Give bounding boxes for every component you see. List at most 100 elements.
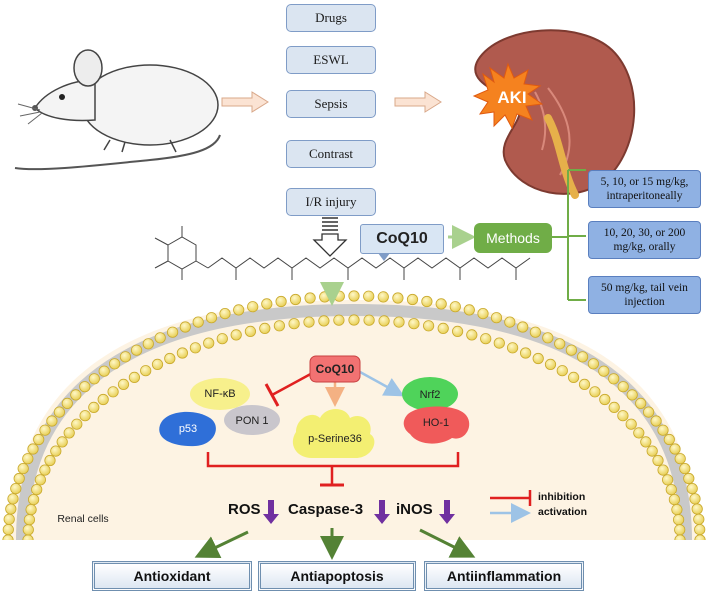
- effect-inos: iNOS: [396, 501, 433, 518]
- cause-box: Sepsis: [286, 90, 376, 118]
- membrane-bead: [683, 472, 695, 485]
- membrane-bead: [408, 318, 420, 330]
- membrane-bead: [421, 295, 433, 308]
- membrane-bead: [98, 365, 110, 377]
- methods-label: Methods: [486, 230, 540, 246]
- membrane-bead: [203, 337, 215, 349]
- membrane-bead: [142, 338, 154, 350]
- membrane-bead: [53, 406, 66, 418]
- membrane-bead: [480, 333, 492, 345]
- cause-box: ESWL: [286, 46, 376, 74]
- membrane-bead: [50, 445, 62, 457]
- membrane-bead: [642, 406, 655, 418]
- p53-blob: [159, 411, 216, 447]
- membrane-bead: [689, 493, 701, 505]
- membrane-bead: [617, 410, 629, 422]
- membrane-bead: [506, 342, 519, 354]
- membrane-bead: [216, 333, 228, 345]
- membrane-bead: [378, 315, 390, 327]
- membrane-bead: [633, 427, 645, 439]
- membrane-bead: [635, 397, 647, 409]
- ho1-label: HO-1: [422, 417, 450, 429]
- outcome-antiinflammation: Antiinflammation: [424, 561, 584, 591]
- membrane-bead: [79, 410, 91, 422]
- membrane-bead: [565, 344, 578, 356]
- membrane-bead: [205, 312, 218, 324]
- membrane-bead: [88, 373, 100, 385]
- membrane-bead: [556, 365, 568, 377]
- membrane-bead: [665, 483, 677, 496]
- membrane-bead: [393, 316, 405, 328]
- nfkb-label: NF-κB: [204, 388, 236, 400]
- membrane-bead: [490, 312, 503, 324]
- membrane-bead: [128, 371, 140, 383]
- membrane-bead: [140, 365, 152, 377]
- membrane-bead: [88, 401, 100, 413]
- membrane-bead: [63, 427, 75, 439]
- membrane-bead: [674, 524, 686, 536]
- membrane-bead: [2, 534, 14, 540]
- membrane-bead: [275, 295, 287, 308]
- membrane-bead: [589, 386, 601, 398]
- p53-label: p53: [178, 423, 198, 435]
- pon1-blob: [224, 405, 280, 435]
- membrane-bead: [406, 293, 419, 306]
- membrane-bead: [598, 365, 610, 377]
- membrane-bead: [608, 373, 620, 385]
- membrane-bead: [544, 358, 557, 370]
- arrow-ros-antioxidant: [194, 530, 249, 559]
- mouse-illustration: [14, 49, 221, 171]
- membrane-bead: [422, 320, 435, 332]
- membrane-bead: [599, 393, 611, 406]
- membrane-bead: [652, 454, 664, 467]
- coq10-callout: CoQ10: [360, 224, 444, 254]
- membrane-bead: [663, 433, 675, 446]
- membrane-bead: [650, 415, 662, 427]
- activation-coq10-nrf2: [359, 370, 405, 397]
- membrane-bead: [70, 389, 82, 401]
- membrane-bead: [661, 474, 674, 486]
- membrane-bead: [288, 318, 300, 330]
- nfkb-blob: [190, 378, 250, 410]
- arrow-inos-antiinflammation: [419, 528, 476, 558]
- membrane-bead: [671, 503, 683, 516]
- cause-box: Drugs: [286, 4, 376, 32]
- pon1-label: PON 1: [235, 415, 269, 427]
- membrane-bead: [192, 316, 204, 328]
- membrane-bead: [451, 325, 464, 337]
- membrane-bead: [27, 493, 40, 506]
- membrane-bead: [691, 503, 703, 515]
- membrane-bead: [56, 436, 68, 448]
- membrane-bead: [151, 358, 164, 370]
- membrane-bead: [219, 307, 231, 320]
- membrane-bead: [674, 534, 686, 540]
- membrane-bead: [587, 358, 600, 370]
- membrane-bead: [694, 534, 706, 540]
- outcome-antioxidant: Antioxidant: [92, 561, 252, 591]
- membrane-bead: [31, 483, 43, 496]
- coq10-structure: [154, 226, 531, 280]
- membrane-bead: [674, 453, 686, 465]
- coq10-center-box: [309, 355, 361, 383]
- arrow-mouse-to-causes: [221, 91, 269, 113]
- membrane-bead: [625, 418, 637, 430]
- membrane-bead: [164, 352, 176, 365]
- outcome-antiapoptosis: Antiapoptosis: [258, 561, 416, 591]
- membrane-bead: [578, 378, 591, 390]
- membrane-bead: [686, 482, 698, 495]
- membrane-bead: [39, 424, 51, 436]
- membrane-bead: [679, 462, 691, 475]
- arrow-causes-to-aki: [394, 91, 442, 113]
- membrane-bead: [247, 301, 259, 313]
- membrane-bead: [519, 347, 532, 359]
- membrane-bead: [5, 503, 17, 515]
- membrane-bead: [23, 514, 36, 526]
- ho1-blob: [403, 406, 470, 444]
- membrane-bead: [3, 513, 15, 525]
- legend-activation-label: activation: [538, 506, 588, 518]
- renal-cells-label: Renal cells: [57, 513, 109, 525]
- membrane-bead: [61, 397, 73, 409]
- membrane-bead: [554, 338, 566, 350]
- membrane-bead: [13, 472, 25, 485]
- membrane-bead: [669, 443, 681, 455]
